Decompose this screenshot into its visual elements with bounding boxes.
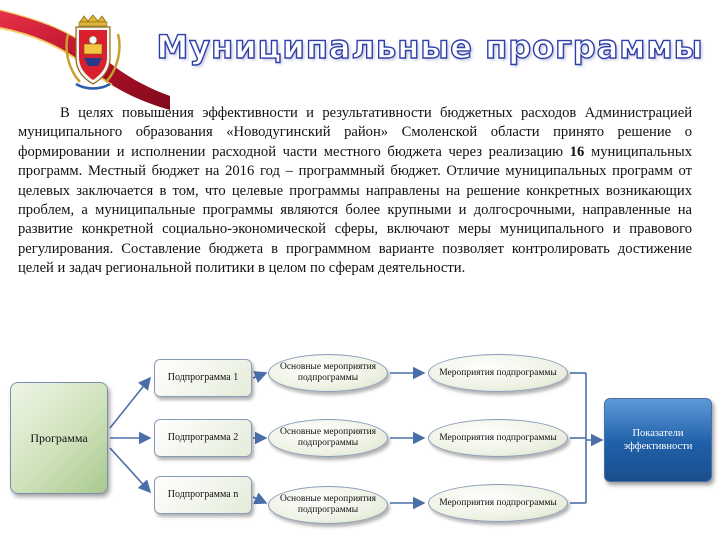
main-activities-n-oval: Основные мероприятия подпрограммы [268, 486, 388, 524]
programs-count: 16 [569, 143, 585, 160]
activities-1-oval: Мероприятия подпрограммы [428, 354, 568, 392]
coat-of-arms-icon [65, 14, 121, 90]
subprogram-1-box: Подпрограмма 1 [154, 359, 252, 397]
page-title: Муниципальные программы [156, 27, 704, 66]
main-activities-2-oval: Основные мероприятия подпрограммы [268, 419, 388, 457]
activities-n-oval: Мероприятия подпрограммы [428, 484, 568, 522]
program-box: Программа [10, 382, 108, 494]
paragraph-text-start: В целях повышения эффективности и резуль… [18, 105, 692, 160]
description-paragraph: В целях повышения эффективности и резуль… [18, 104, 692, 279]
activities-2-oval: Мероприятия подпрограммы [428, 419, 568, 457]
subprogram-n-box: Подпрограмма n [154, 476, 252, 514]
efficiency-indicators-box: Показатели эффективности [604, 398, 712, 482]
paragraph-text-end: муниципальных программ. Местный бюджет н… [18, 143, 692, 277]
main-activities-1-oval: Основные мероприятия подпрограммы [268, 354, 388, 392]
subprogram-2-box: Подпрограмма 2 [154, 419, 252, 457]
